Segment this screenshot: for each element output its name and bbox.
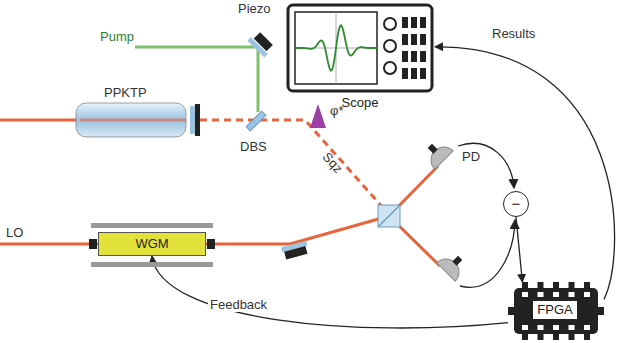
lo-mirror [281,241,309,260]
signal-wire [458,143,514,188]
part-label: DBS [240,140,267,154]
signal-connector [516,217,522,282]
oscilloscope-drawing [285,2,435,94]
photodiode [437,249,470,282]
node-label: − [512,196,521,213]
signal-connector [435,47,615,300]
phase-prism [310,104,326,128]
node-label: Scope [342,96,379,110]
ppktp-crystal [76,103,186,137]
edge-label: Results [490,27,537,41]
wgm-modulator: WGM [98,232,206,256]
part-label: Pump [100,30,134,44]
scope-icon: Scope [285,2,435,114]
wgm-electrodes [91,225,92,226]
beam-splitter [378,205,400,227]
part-label: Piezo [238,2,271,16]
part-label: φ* [330,104,344,118]
pump-beam [135,47,258,112]
part-label: LO [6,226,23,240]
beam-in-crystal [80,119,186,122]
subtractor-circle: − [503,191,529,217]
part-label: PD [462,150,480,164]
signal-wire [460,220,515,287]
part-label: Sqz [319,150,345,176]
fpga-chip: FPGA [508,282,604,340]
node-label: FPGA [532,300,577,320]
cavity-mirror [190,104,200,136]
piezo-mirror [247,30,275,58]
laser-beam [0,119,80,122]
node-label: WGM [135,237,168,251]
dichroic-splitter [246,111,266,131]
squeezed-beam [200,120,385,210]
part-label: PPKTP [104,86,147,100]
photodiode [421,137,454,170]
edge-label: Feedback [208,298,269,312]
